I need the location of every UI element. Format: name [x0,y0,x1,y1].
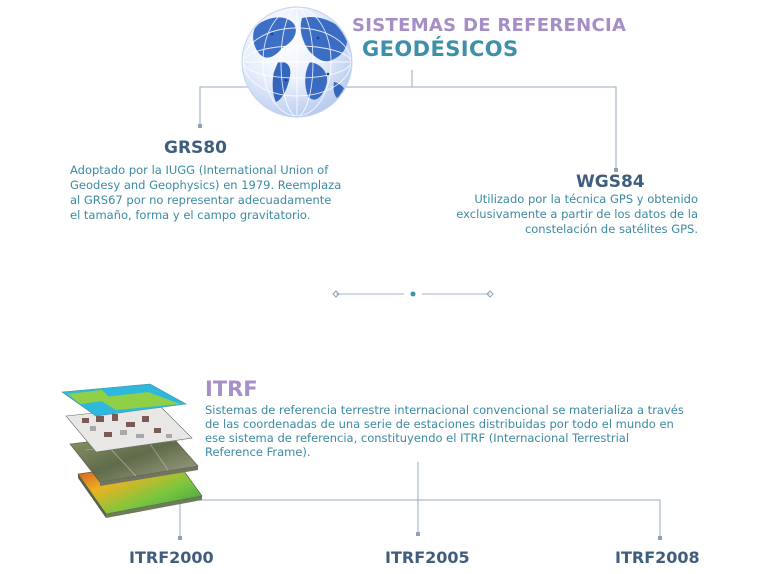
wgs84-description: Utilizado por la técnica GPS y obtenido … [456,192,698,236]
wgs84-heading: WGS84 [576,172,645,192]
version-itrf2008: ITRF2008 [615,548,700,567]
grs80-description: Adoptado por la IUGG (International Unio… [70,163,342,222]
itrf-description: Sistemas de referencia terrestre interna… [205,403,684,459]
version-itrf2000: ITRF2000 [129,548,214,567]
divider-ornament [332,290,494,298]
grs80-heading: GRS80 [164,138,227,158]
version-itrf2005: ITRF2005 [385,548,470,567]
itrf-heading: ITRF [205,377,258,401]
title-line-1: SISTEMAS DE REFERENCIA [352,15,627,36]
map-layers-icon [61,383,203,518]
title-line-2: GEODÉSICOS [362,37,519,61]
globe-icon [241,6,353,118]
